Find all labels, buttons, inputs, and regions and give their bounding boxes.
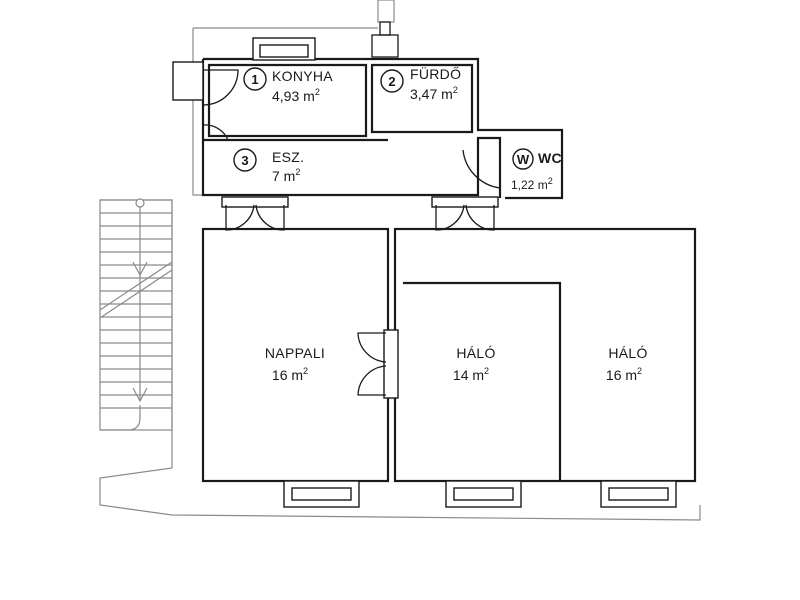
room-number: 3 bbox=[241, 153, 248, 168]
upper-walls bbox=[201, 57, 564, 200]
room-name: HÁLÓ bbox=[608, 345, 647, 361]
room-number: 2 bbox=[388, 74, 395, 89]
svg-text:7 m2: 7 m2 bbox=[272, 167, 300, 184]
room-nappali: NAPPALI 16 m2 bbox=[265, 345, 325, 383]
area-unit-superscript: 2 bbox=[315, 87, 320, 97]
room-area: 16 m bbox=[606, 367, 637, 383]
window-top bbox=[252, 37, 316, 61]
room-name: FÜRDŐ bbox=[410, 65, 461, 82]
staircase bbox=[99, 198, 173, 431]
room-name: KONYHA bbox=[272, 68, 333, 84]
room-area: 14 m bbox=[453, 367, 484, 383]
room-number: 1 bbox=[251, 72, 258, 87]
room-name: NAPPALI bbox=[265, 345, 325, 361]
room-area: 1,22 m bbox=[511, 178, 548, 192]
room-name: WC bbox=[538, 150, 562, 166]
area-unit-superscript: 2 bbox=[303, 366, 308, 376]
stair-start-marker bbox=[135, 198, 145, 208]
room-area: 7 m bbox=[272, 168, 295, 184]
room-area: 4,93 m bbox=[272, 88, 315, 104]
door-kitchen-left bbox=[172, 61, 239, 141]
doors-upper-lower bbox=[221, 196, 499, 231]
svg-text:16 m2: 16 m2 bbox=[606, 366, 642, 383]
svg-text:4,93 m2: 4,93 m2 bbox=[272, 87, 320, 104]
room-name: HÁLÓ bbox=[456, 345, 495, 361]
room-number: W bbox=[517, 152, 530, 167]
door-wc bbox=[462, 145, 501, 189]
room-area: 3,47 m bbox=[410, 86, 453, 102]
room-konyha: 1 KONYHA 4,93 m2 bbox=[243, 67, 333, 104]
svg-text:3,47 m2: 3,47 m2 bbox=[410, 85, 458, 102]
vent-shaft bbox=[371, 0, 399, 58]
room-furdo: 2 FÜRDŐ 3,47 m2 bbox=[380, 65, 461, 102]
area-unit-superscript: 2 bbox=[637, 366, 642, 376]
room-name: ESZ. bbox=[272, 149, 304, 165]
room-halo-2: HÁLÓ 16 m2 bbox=[606, 345, 647, 383]
building-outline bbox=[99, 27, 701, 521]
room-wc: W WC 1,22 m2 bbox=[511, 148, 562, 192]
room-esz: 3 ESZ. 7 m2 bbox=[233, 148, 304, 184]
area-unit-superscript: 2 bbox=[548, 176, 553, 186]
svg-text:16 m2: 16 m2 bbox=[272, 366, 308, 383]
svg-text:1,22 m2: 1,22 m2 bbox=[511, 176, 553, 192]
door-nappali-halo bbox=[357, 329, 399, 399]
area-unit-superscript: 2 bbox=[295, 167, 300, 177]
svg-text:14 m2: 14 m2 bbox=[453, 366, 489, 383]
room-area: 16 m bbox=[272, 367, 303, 383]
area-unit-superscript: 2 bbox=[484, 366, 489, 376]
windows-bottom bbox=[283, 480, 677, 508]
room-halo-1: HÁLÓ 14 m2 bbox=[453, 345, 495, 383]
area-unit-superscript: 2 bbox=[453, 85, 458, 95]
